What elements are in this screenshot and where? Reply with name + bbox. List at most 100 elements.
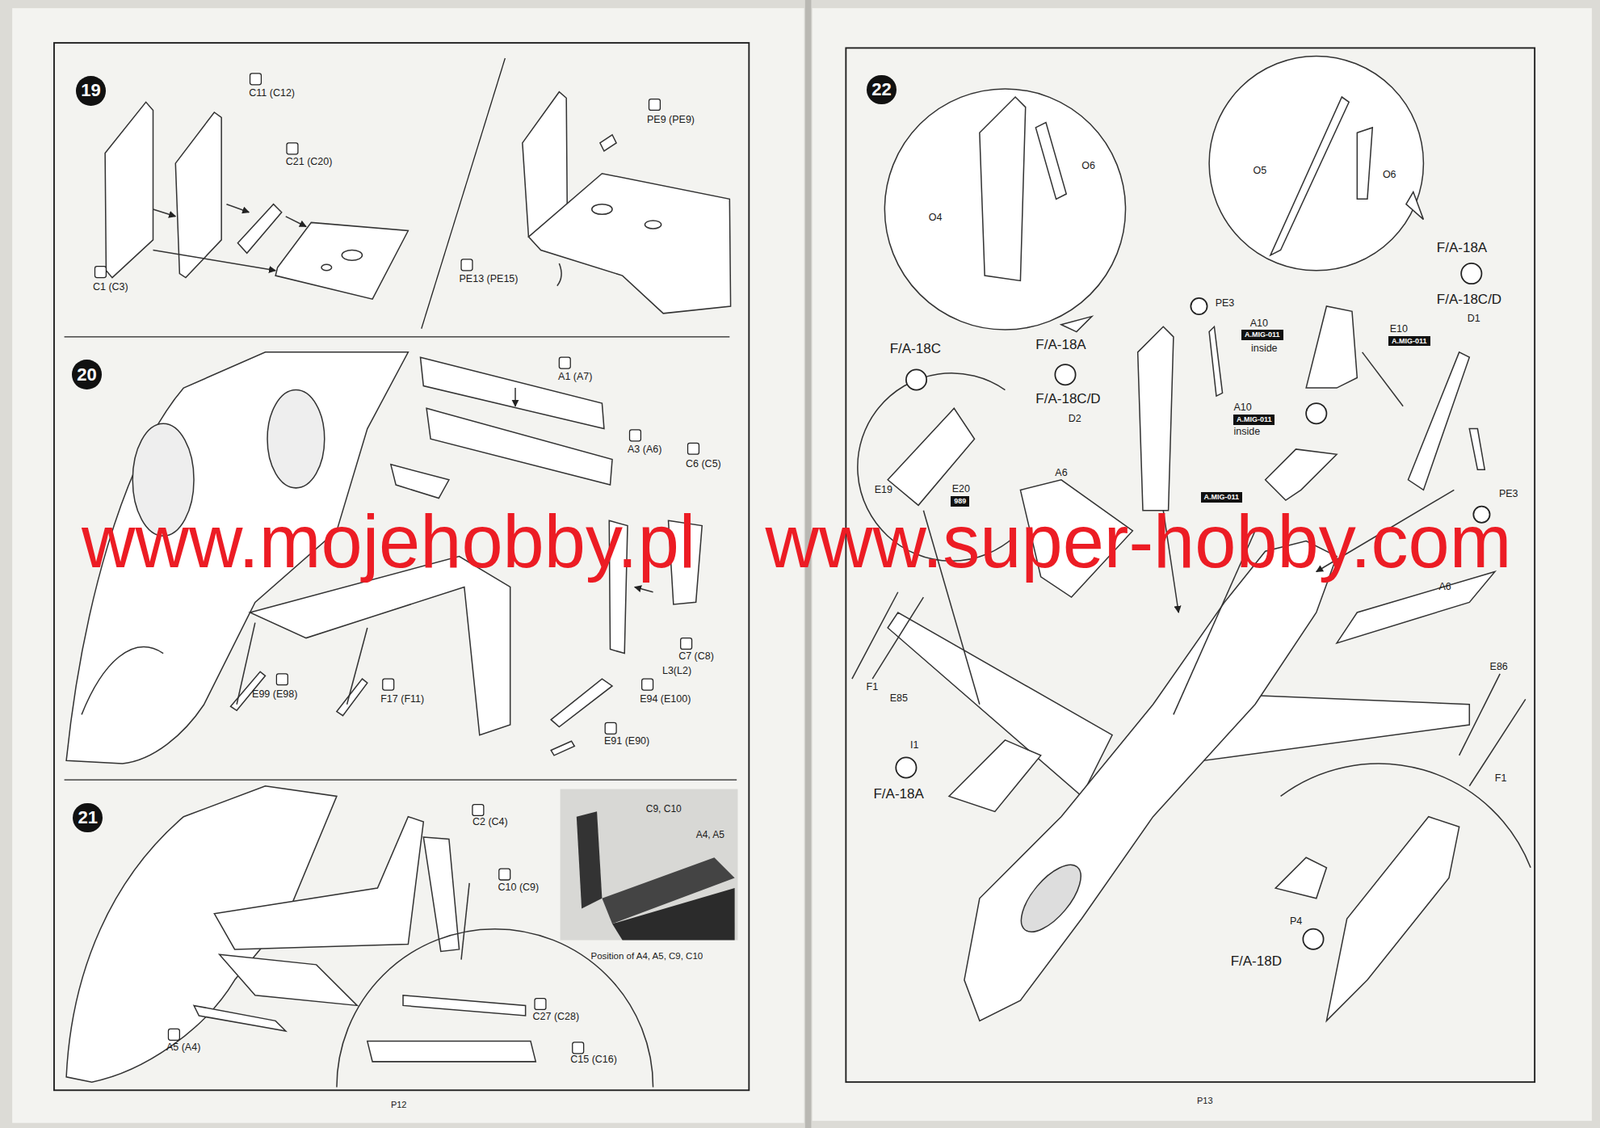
page-frame — [54, 42, 1535, 1090]
step-21-parts — [461, 882, 470, 960]
step-19-parts — [321, 264, 332, 271]
choice-icon — [167, 1028, 180, 1040]
page-number: P12 — [390, 1099, 408, 1110]
part-label: E20 — [952, 482, 971, 495]
variant-icon — [895, 756, 916, 777]
step-22-parts — [1469, 698, 1525, 786]
choice-icon — [629, 429, 642, 441]
step-20-parts — [514, 387, 517, 407]
step-22-parts — [887, 407, 975, 505]
part-label: C7 (C8) — [678, 650, 714, 662]
part-label: C10 (C9) — [498, 881, 540, 893]
part-label: L3(L2) — [662, 664, 692, 677]
part-label: C11 (C12) — [248, 87, 295, 99]
part-label: E91 (E90) — [604, 734, 650, 747]
step-20-parts — [550, 740, 575, 756]
part-label: A6 — [1054, 466, 1067, 479]
inset-picture — [576, 810, 603, 908]
inset-picture — [560, 789, 739, 941]
step-20-parts — [347, 627, 368, 705]
part-label: inside — [1233, 425, 1260, 437]
inset-view-text: C9, C10 — [646, 802, 682, 815]
variant-label: F/A-18A — [1436, 239, 1487, 257]
choice-icon — [472, 804, 484, 816]
step-number-text: 21 — [77, 806, 97, 828]
part-label: F1 — [1495, 772, 1508, 784]
part-label: O4 — [928, 211, 943, 223]
part-label: O6 — [1081, 159, 1096, 171]
step-22-parts — [1336, 571, 1496, 643]
step-22-parts — [1209, 55, 1424, 270]
part-label: C21 (C20) — [285, 155, 333, 167]
inset-view-text: A4, A5 — [696, 828, 725, 840]
step-22-parts — [1209, 326, 1223, 396]
inset-picture — [612, 887, 735, 940]
part-label: E99 (E98) — [251, 688, 298, 700]
variant-label: F/A-18C — [890, 340, 941, 357]
inset-view-text: Position of A4, A5, C9, C10 — [590, 950, 703, 961]
step-19-parts — [237, 204, 282, 254]
step-19-parts — [644, 220, 661, 229]
part-label: D2 — [1068, 412, 1082, 425]
part-label: O5 — [1252, 164, 1267, 177]
choice-icon — [642, 678, 654, 690]
part-label: inside — [1251, 342, 1278, 354]
paint-tag: A.MIG-011 — [1201, 491, 1244, 503]
step-22-parts — [1406, 192, 1424, 220]
choice-icon — [461, 259, 473, 271]
part-label: C15 (C16) — [570, 1053, 618, 1065]
step-19-parts — [600, 134, 617, 152]
paint-tag-text: A.MIG-011 — [1244, 330, 1281, 340]
choice-icon — [382, 678, 395, 690]
part-label: A3 (A6) — [627, 443, 662, 455]
step-20-parts — [66, 352, 702, 764]
part-label: F17 (F11) — [380, 692, 425, 705]
paint-tag: A.MIG-011 — [1241, 329, 1284, 341]
step-22-parts — [1407, 352, 1470, 491]
variant-label: F/A-18D — [1230, 953, 1282, 970]
part-label: E86 — [1490, 660, 1508, 672]
paint-tag-text: A.MIG-011 — [1236, 415, 1273, 425]
part-label: C6 (C5) — [685, 457, 722, 469]
part-label: F1 — [866, 680, 879, 693]
step-19-parts — [104, 92, 731, 314]
choice-icon — [558, 356, 571, 369]
step-22-parts — [1270, 96, 1349, 256]
step-22-parts — [1035, 122, 1067, 200]
part-label: A6 — [1438, 580, 1451, 593]
step-22-parts — [1469, 428, 1485, 471]
step-20-parts — [267, 390, 325, 488]
part-label: A10 — [1250, 317, 1269, 329]
step-22-parts — [979, 96, 1026, 281]
choice-icon — [286, 142, 299, 155]
part-label: C27 (C28) — [532, 1010, 580, 1022]
step-22-parts — [872, 596, 924, 679]
inset-view: C9, C10A4, A5 Position of A4, A5, C9, C10 — [560, 789, 739, 965]
variant-icon — [1306, 403, 1327, 424]
step-20-parts — [426, 407, 613, 485]
page-number: P13 — [1196, 1095, 1214, 1106]
variant-label: F/A-18A — [1035, 336, 1086, 353]
choice-icon — [250, 73, 262, 85]
step-19-parts — [285, 216, 307, 227]
step-22-parts — [1061, 316, 1092, 332]
step-22-parts — [1362, 352, 1404, 407]
paper — [12, 8, 804, 1123]
choice-icon — [276, 673, 288, 685]
step-number: 20 — [71, 359, 101, 389]
step-19-parts — [226, 204, 249, 213]
part-label: PE13 (PE15) — [459, 272, 519, 285]
inset-picture — [560, 789, 739, 941]
step-number-text: 22 — [871, 79, 891, 101]
step-22-parts — [1138, 326, 1174, 510]
part-label: PE3 — [1499, 487, 1519, 500]
step-19-parts — [341, 250, 362, 261]
variant-icon — [1302, 928, 1323, 950]
step-22-parts — [884, 88, 1126, 330]
choice-icon — [499, 868, 511, 880]
choice-icon — [572, 1041, 584, 1054]
part-label: PE3 — [1215, 297, 1235, 309]
step-number: 22 — [866, 75, 896, 105]
